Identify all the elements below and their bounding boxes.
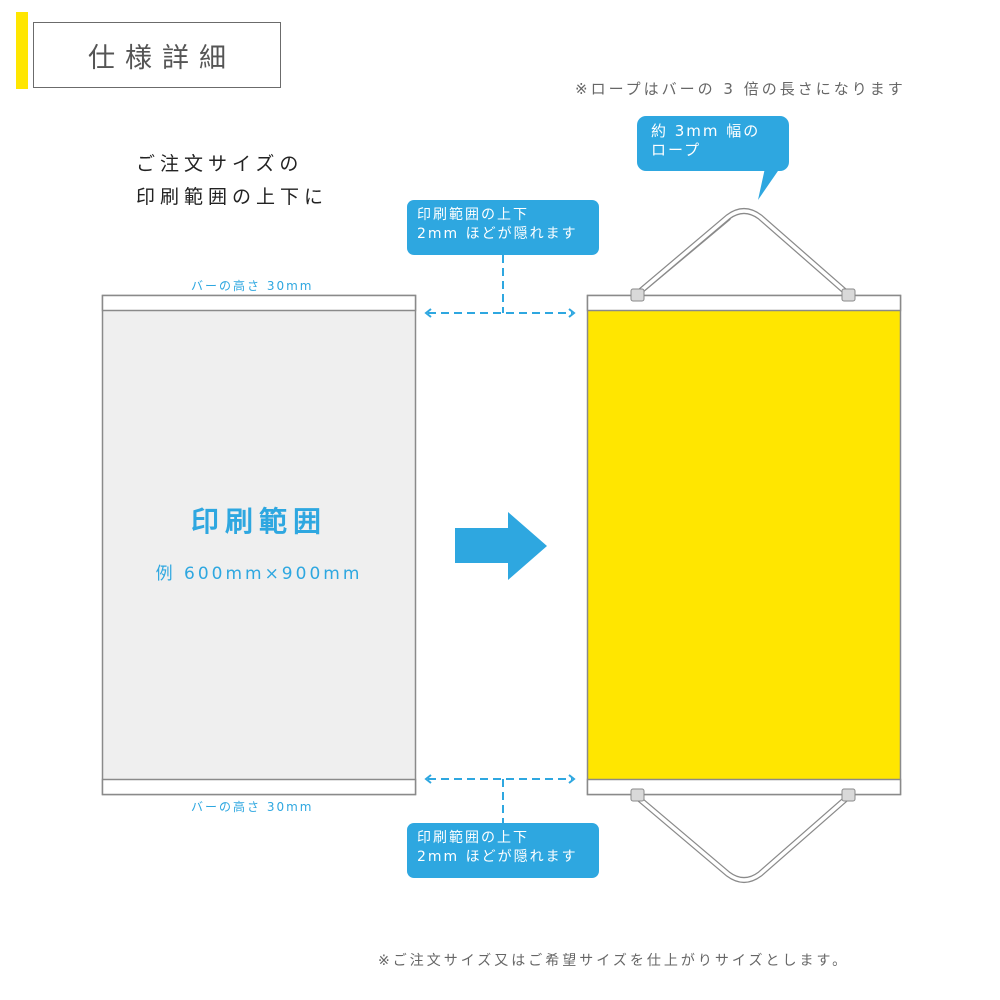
left-bottom-bar [101,778,417,796]
right-top-bar [586,294,902,312]
callout-line: 印刷範囲の上下 [417,830,529,846]
rope-bottom [634,794,851,883]
callout-hidden-top: 印刷範囲の上下 2mm ほどが隠れます [407,200,599,255]
double-arrow-icon [424,774,576,823]
lead-text-line2: 印刷範囲の上下に [136,186,329,208]
right-arrow-icon [455,512,547,580]
clip-top-right [841,288,856,302]
clip-top-left [630,288,645,302]
print-area-title: 印刷範囲 [190,505,327,538]
callout-line: ロープ [651,141,702,159]
right-print-area [586,294,902,796]
bar-height-label-bottom: バーの高さ 30mm [191,800,314,814]
clip-bottom-right [841,788,856,802]
left-top-bar [101,294,417,312]
callout-hidden-bottom: 印刷範囲の上下 2mm ほどが隠れます [407,823,599,878]
print-area-example: 例 600mm×900mm [155,564,363,584]
rope-top [634,208,851,297]
right-bottom-bar [586,778,902,796]
double-arrow-icon [424,255,576,318]
title-accent-bar [16,12,28,89]
lead-text: ご注文サイズの 印刷範囲の上下に [136,148,328,214]
clip-bottom-left [630,788,645,802]
rope-length-note: ※ロープはバーの 3 倍の長さになります [575,80,906,98]
callout-line: 印刷範囲の上下 [417,207,529,223]
finish-size-note: ※ご注文サイズ又はご希望サイズを仕上がりサイズとします。 [378,953,850,969]
title-box: 仕様詳細 [33,22,281,88]
callout-line: 2mm ほどが隠れます [417,849,578,865]
callout-line: 約 3mm 幅の [651,122,761,140]
left-print-area [101,294,417,796]
bar-height-label-top: バーの高さ 30mm [191,279,314,293]
page-title: 仕様詳細 [88,42,236,74]
callout-tail [758,168,780,200]
lead-text-line1: ご注文サイズの [136,153,304,175]
callout-line: 2mm ほどが隠れます [417,226,578,242]
callout-rope: 約 3mm 幅の ロープ [637,116,789,171]
